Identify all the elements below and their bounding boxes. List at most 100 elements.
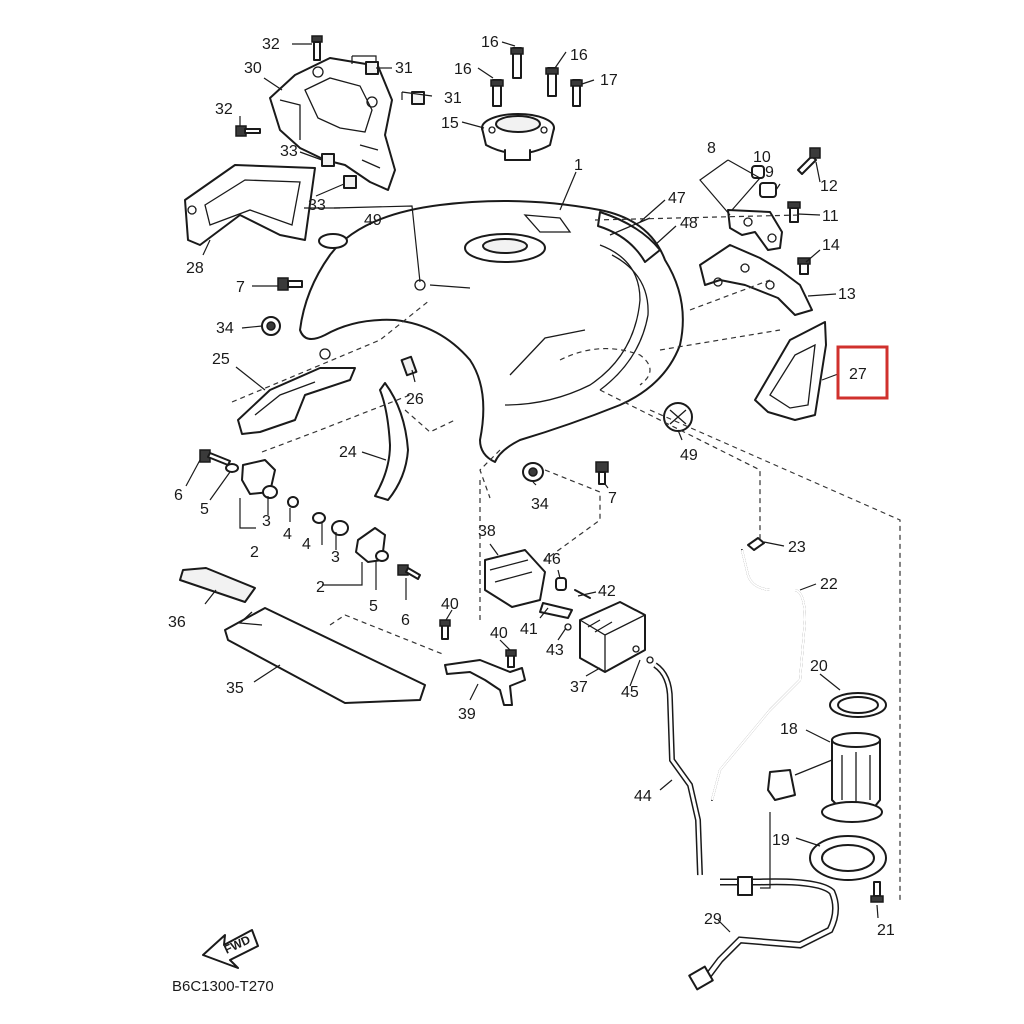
pad-part-36	[179, 567, 256, 603]
callout-24: 24	[339, 444, 357, 461]
bolt-part-40-a	[439, 619, 451, 640]
callout-28: 28	[186, 260, 204, 277]
side-cover-part-28	[184, 164, 316, 246]
bolt-part-16-b	[545, 67, 559, 97]
callout-13: 13	[838, 286, 856, 303]
collar-part-9	[759, 182, 777, 198]
hose-part-22	[711, 549, 807, 801]
bolt-part-40-b	[505, 649, 517, 668]
fwd-arrow-icon: FWD	[202, 929, 259, 969]
callout-10: 10	[753, 149, 771, 166]
callout-2: 2	[250, 544, 259, 561]
callout-23: 23	[788, 539, 806, 556]
callout-40: 40	[490, 625, 508, 642]
callout-36: 36	[168, 614, 186, 631]
callout-5: 5	[369, 598, 378, 615]
tank-cover-part-30	[269, 57, 396, 191]
damper-part-49-right	[663, 402, 693, 432]
bracket-part-8	[727, 209, 783, 251]
drawing-code: B6C1300-T270	[172, 978, 274, 995]
bolt-part-11	[787, 201, 801, 223]
callout-46: 46	[543, 551, 561, 568]
clamp-part-43	[564, 623, 572, 631]
callout-37: 37	[570, 679, 588, 696]
callout-42: 42	[598, 583, 616, 600]
callout-17: 17	[600, 72, 618, 89]
callout-34: 34	[531, 496, 549, 513]
callout-16: 16	[481, 34, 499, 51]
callout-48: 48	[680, 215, 698, 232]
screw-part-32-left	[235, 125, 261, 137]
callout-41: 41	[520, 621, 538, 638]
bolt-part-16-c	[490, 79, 504, 107]
fuel-pump-part-18	[767, 732, 883, 823]
hose-part-29	[688, 876, 839, 991]
relay-part-38	[484, 549, 546, 608]
bolt-group-left	[199, 449, 299, 508]
callout-19: 19	[772, 832, 790, 849]
fuel-cap-part-15	[481, 113, 555, 161]
callout-18: 18	[780, 721, 798, 738]
callout-6: 6	[174, 487, 183, 504]
callout-40: 40	[441, 596, 459, 613]
callout-9: 9	[765, 164, 774, 181]
bolt-part-14	[797, 257, 811, 275]
callout-26: 26	[406, 391, 424, 408]
callout-12: 12	[820, 178, 838, 195]
damper-part-26	[400, 355, 418, 377]
callout-14: 14	[822, 237, 840, 254]
callout-32: 32	[215, 101, 233, 118]
damper-part-49-top	[318, 233, 348, 249]
damper-part-34-left	[261, 316, 281, 336]
callout-49: 49	[364, 212, 382, 229]
callout-33: 33	[280, 143, 298, 160]
stay-part-13	[699, 244, 813, 316]
callout-44: 44	[634, 788, 652, 805]
hose-part-23	[747, 537, 765, 551]
callout-25: 25	[212, 351, 230, 368]
bolt-part-16-a	[510, 47, 524, 79]
bolt-part-17	[570, 79, 583, 107]
lever-part-47	[609, 217, 651, 236]
callout-43: 43	[546, 642, 564, 659]
callout-2: 2	[316, 579, 325, 596]
callout-29: 29	[704, 911, 722, 928]
callout-33: 33	[308, 197, 326, 214]
callout-11: 11	[822, 208, 839, 225]
callout-47: 47	[668, 190, 686, 207]
callout-16: 16	[570, 47, 588, 64]
callout-4: 4	[283, 526, 292, 543]
bolt-part-7-left	[277, 277, 303, 291]
callout-21: 21	[877, 922, 895, 939]
callout-32: 32	[262, 36, 280, 53]
clip-part-46	[555, 577, 567, 591]
callout-35: 35	[226, 680, 244, 697]
grommet-part-33-b	[343, 175, 357, 189]
callout-27: 27	[849, 366, 867, 383]
bolt-part-7-bottom	[595, 461, 609, 485]
leader-lines	[185, 41, 901, 933]
callout-7: 7	[236, 279, 245, 296]
fuel-tank-part-1	[299, 200, 684, 463]
gasket-part-19	[809, 835, 887, 881]
cover-part-25	[237, 367, 356, 435]
callout-7: 7	[608, 490, 617, 507]
highlight-box	[836, 345, 889, 400]
callout-20: 20	[810, 658, 828, 675]
clamp-part-45	[632, 645, 654, 664]
nut-part-31-a	[365, 61, 379, 75]
damper-part-34-bottom	[522, 462, 544, 482]
bracket-part-39	[444, 659, 526, 706]
callout-5: 5	[200, 501, 209, 518]
callout-8: 8	[707, 140, 716, 157]
grommet-part-33-a	[321, 153, 335, 167]
canister-part-37	[579, 601, 646, 673]
callout-6: 6	[401, 612, 410, 629]
callout-31: 31	[444, 90, 462, 107]
callout-30: 30	[244, 60, 262, 77]
callout-34: 34	[216, 320, 234, 337]
gasket-part-20	[829, 692, 887, 718]
callout-22: 22	[820, 576, 838, 593]
hose-part-42	[574, 589, 591, 599]
